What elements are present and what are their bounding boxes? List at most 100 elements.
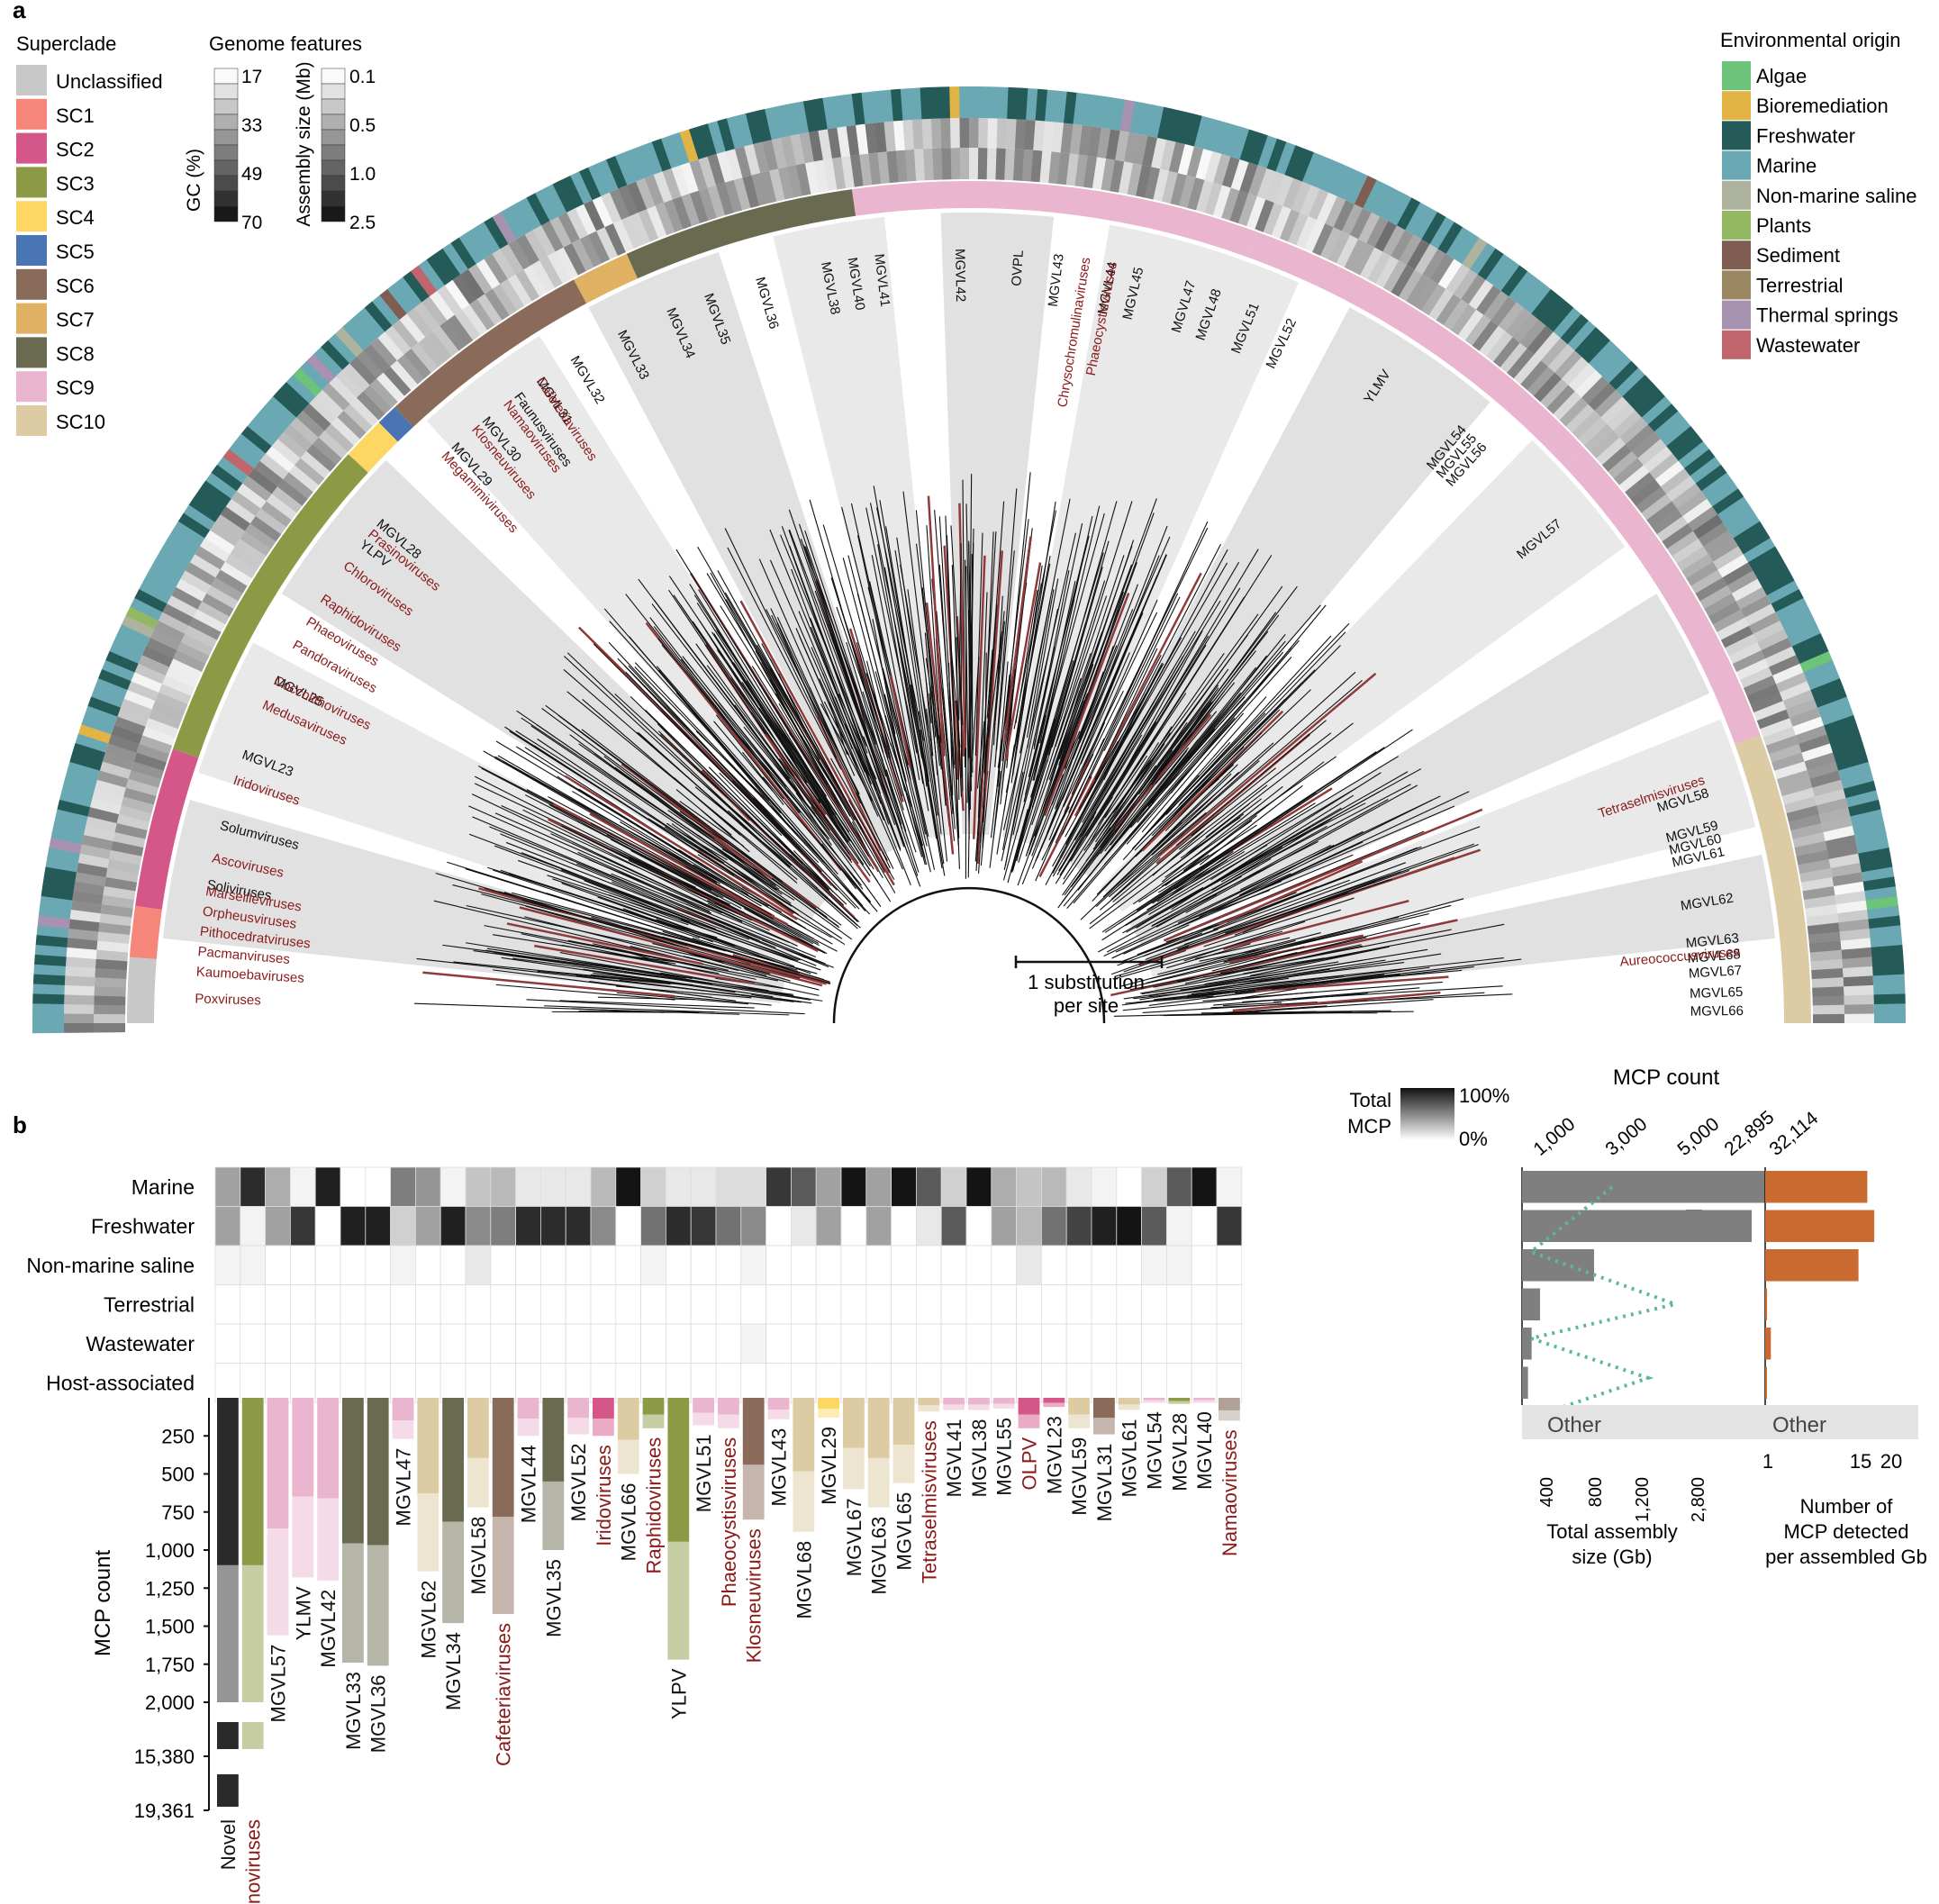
tree-branch: [522, 809, 736, 916]
tree-branch: [906, 796, 928, 866]
gc-ring-segment: [1613, 458, 1644, 485]
environment-ring-segment: [534, 188, 558, 222]
size-ring-segment: [68, 919, 100, 932]
tree-branch: [731, 868, 800, 916]
heatmap-cell: [740, 1323, 766, 1364]
tree-branch: [611, 873, 817, 957]
heatmap-cell: [439, 1284, 467, 1325]
gc-ring-segment: [638, 209, 659, 242]
mcp-count-tick: 3,000: [1601, 1113, 1651, 1159]
superclade-ring-segment: [378, 407, 413, 442]
size-ring-segment: [1581, 376, 1609, 404]
size-ring-segment: [265, 446, 295, 473]
environment-ring-segment: [1530, 288, 1559, 320]
size-ring-segment: [1799, 734, 1830, 753]
size-ring-segment: [790, 133, 805, 166]
clade-shade: [281, 459, 833, 923]
tree-branch: [619, 979, 794, 1002]
heatmap-cell: [791, 1166, 817, 1207]
size-ring-segment: [808, 131, 823, 162]
environment-ring-segment: [1641, 395, 1672, 425]
heatmap-cell: [465, 1206, 492, 1247]
mcp-bar: [693, 1398, 714, 1413]
tree-branch: [593, 943, 757, 980]
size-ring-segment: [1814, 788, 1846, 806]
mcp-bar-light: [793, 1471, 815, 1532]
tree-branch: [727, 547, 842, 770]
size-scale-step: [321, 83, 346, 100]
tree-branch: [1159, 739, 1199, 790]
size-ring-segment: [492, 249, 516, 280]
size-ring-segment: [1168, 141, 1185, 174]
column-label: MGVL57: [267, 1645, 290, 1723]
environment-ring-segment: [442, 242, 468, 275]
size-ring-segment: [1445, 263, 1471, 295]
environment-ring-segment: [755, 109, 772, 142]
tree-branch: [1156, 756, 1399, 902]
size-ring-segment: [1812, 779, 1844, 797]
gc-ring-segment: [563, 242, 586, 276]
tree-branch: [500, 869, 793, 968]
tree-branch: [559, 1000, 755, 1009]
size-ring-segment: [253, 460, 284, 487]
heatmap-cell: [615, 1206, 641, 1247]
environment-ring-segment: [1608, 360, 1639, 390]
heatmap-cell: [289, 1284, 316, 1325]
size-ring-segment: [1308, 188, 1329, 220]
tree-branch: [1141, 712, 1245, 833]
gc-ring-segment: [1457, 309, 1484, 340]
tree-branch: [560, 869, 717, 930]
environment-ring-segment: [1538, 295, 1566, 326]
heatmap-cell: [1166, 1363, 1192, 1403]
gc-ring-segment: [1601, 443, 1632, 472]
column-label: Iridoviruses: [593, 1445, 615, 1546]
gc-ring-segment: [424, 331, 452, 362]
tree-branch: [713, 633, 831, 813]
column-label: MGVL51: [693, 1434, 715, 1512]
size-ring-segment: [96, 770, 129, 788]
tree-branch: [519, 906, 823, 987]
tree-branch: [823, 701, 860, 770]
environment-ring-segment: [1595, 347, 1625, 376]
heatmap-cell: [439, 1363, 467, 1403]
size-tick: 0.5: [349, 115, 376, 136]
tree-branch: [809, 686, 841, 757]
tree-branch: [1136, 792, 1317, 911]
environment-ring-segment: [1873, 984, 1906, 995]
column-label: MGVL66: [618, 1483, 640, 1562]
tree-branch: [657, 723, 780, 847]
environment-ring-segment: [240, 426, 272, 454]
environment-row-label: Non-marine saline: [26, 1254, 195, 1277]
size-scale-step: [321, 144, 346, 161]
tree-branch: [1164, 732, 1263, 831]
gc-ring-segment: [1572, 410, 1601, 440]
environment-ring-segment: [1873, 1002, 1906, 1014]
size-ring-segment: [167, 595, 198, 618]
size-ring-segment: [283, 424, 313, 452]
tree-branch: [1106, 893, 1218, 953]
tree-branch: [534, 944, 755, 985]
column-label: MGVL65: [893, 1492, 916, 1571]
gc-ring-segment: [224, 554, 257, 579]
size-ring-segment: [1826, 844, 1859, 859]
gc-ring-segment: [1783, 796, 1817, 813]
tree-branch: [1112, 613, 1259, 813]
tree-branch: [841, 506, 928, 847]
size-ring-segment: [1735, 586, 1767, 610]
tree-branch: [1204, 961, 1339, 985]
environment-ring-segment: [1147, 104, 1164, 138]
size-ring-segment: [911, 119, 924, 150]
environment-ring-segment: [660, 135, 681, 169]
mcp-bar-light: [667, 1541, 690, 1660]
environment-ring-segment: [139, 580, 172, 604]
tree-branch: [495, 984, 675, 1001]
gc-ring-segment: [1800, 876, 1835, 892]
size-ring-segment: [1483, 290, 1509, 321]
size-ring-segment: [1123, 131, 1139, 164]
environment-ring-segment: [1404, 202, 1429, 235]
tree-branch: [821, 843, 856, 890]
size-ring-segment: [1801, 743, 1834, 762]
environment-ring-segment: [84, 705, 118, 726]
environment-ring-segment: [33, 964, 66, 976]
tree-branch: [743, 908, 828, 955]
